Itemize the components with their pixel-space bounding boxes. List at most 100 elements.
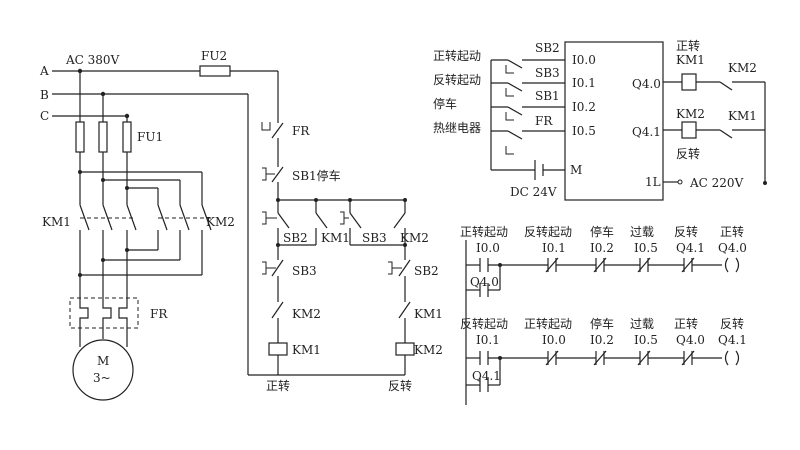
contact-desc: 停车 bbox=[590, 224, 614, 239]
motor-icon bbox=[72, 339, 134, 401]
km1-interlock-label: KM1 bbox=[414, 307, 443, 321]
input-desc: 反转起动 bbox=[433, 72, 481, 87]
seal-addr: Q4.0 bbox=[470, 275, 499, 289]
fr-contact-label: FR bbox=[292, 124, 310, 138]
km2-coil-label: KM2 bbox=[414, 343, 443, 357]
input-button: SB1 bbox=[535, 89, 560, 103]
input-button: FR bbox=[535, 114, 553, 128]
output-desc: 正转 bbox=[676, 38, 700, 53]
ac-supply-label: AC 220V bbox=[689, 176, 744, 190]
plc-input-row: 反转起动 SB3 I0.1 bbox=[433, 66, 596, 97]
input-button: SB2 bbox=[535, 41, 560, 55]
sb2-label: SB2 bbox=[283, 231, 308, 245]
contact-addr: I0.5 bbox=[634, 333, 658, 347]
sb3-label: SB3 bbox=[362, 231, 387, 245]
motor-phase: 3~ bbox=[93, 371, 111, 385]
output-common-label: 1L bbox=[645, 175, 661, 189]
contact-desc: 反转起动 bbox=[524, 224, 572, 239]
contact-addr: Q4.0 bbox=[676, 333, 705, 347]
sb3-nc-label: SB3 bbox=[292, 264, 317, 278]
km1-output-coil-icon bbox=[681, 73, 697, 91]
contact-desc: 过载 bbox=[630, 317, 654, 331]
power-circuit: A B C AC 380V FU2 FU1 bbox=[39, 49, 278, 401]
output-addr: Q4.1 bbox=[632, 125, 661, 139]
input-desc: 热继电器 bbox=[433, 121, 481, 135]
ladder-rung: 正转起动 I0.0 反转起动 I0.1 停车 I0.2 过载 I0.5 bbox=[460, 224, 747, 297]
contact-desc: 正转起动 bbox=[460, 224, 508, 239]
km1-label: KM1 bbox=[42, 215, 71, 229]
km1-coil-icon bbox=[268, 342, 288, 356]
input-addr: I0.2 bbox=[572, 100, 596, 114]
fuse-fu2-label: FU2 bbox=[201, 49, 227, 63]
contact-addr: I0.0 bbox=[542, 333, 566, 347]
relay-control-circuit: FR SB1停车 SB2 KM1 bbox=[247, 71, 443, 393]
ladder-diagram: 正转起动 I0.0 反转起动 I0.1 停车 I0.2 过载 I0.5 bbox=[460, 224, 747, 405]
km2-seal-label: KM2 bbox=[400, 231, 429, 245]
output-addr: Q4.0 bbox=[632, 77, 661, 91]
coil-addr: Q4.1 bbox=[718, 333, 747, 347]
reverse-label: 反转 bbox=[388, 378, 412, 393]
plc-input-row: 停车 SB1 I0.2 bbox=[433, 89, 596, 121]
output-coil-label: KM2 bbox=[676, 107, 705, 121]
fuse-fu1-a-icon bbox=[75, 121, 85, 153]
contact-desc: 停车 bbox=[590, 316, 614, 331]
supply-label: AC 380V bbox=[65, 53, 120, 67]
fuse-fu2-icon bbox=[199, 65, 231, 77]
coil-addr: Q4.0 bbox=[718, 241, 747, 255]
fuse-fu1-label: FU1 bbox=[137, 130, 163, 144]
contact-addr: I0.0 bbox=[476, 241, 500, 255]
contact-desc: 正转起动 bbox=[524, 316, 572, 331]
sb1-stop-label: SB1停车 bbox=[292, 168, 341, 183]
contact-addr: I0.1 bbox=[476, 333, 500, 347]
fr-nc-contact bbox=[261, 118, 284, 162]
output-coil-label: KM1 bbox=[676, 53, 705, 67]
coil-desc: 正转 bbox=[720, 224, 744, 239]
dc-supply-label: DC 24V bbox=[510, 185, 557, 199]
seal-addr: Q4.1 bbox=[472, 369, 501, 383]
contact-desc: 正转 bbox=[674, 316, 698, 331]
km2-main-contacts bbox=[157, 204, 212, 275]
coil-desc: 反转 bbox=[720, 316, 744, 331]
output-interlock-label: KM1 bbox=[728, 109, 757, 123]
km1-coil-label: KM1 bbox=[292, 343, 321, 357]
contact-addr: I0.1 bbox=[542, 241, 566, 255]
phase-a-label: A bbox=[39, 64, 49, 78]
motor-letter: M bbox=[97, 354, 109, 368]
contact-desc: 反转起动 bbox=[460, 316, 508, 331]
input-desc: 正转起动 bbox=[433, 48, 481, 63]
output-desc: 反转 bbox=[676, 146, 700, 161]
ladder-rung: 反转起动 I0.1 正转起动 I0.0 停车 I0.2 过载 I0.5 bbox=[460, 316, 747, 392]
input-desc: 停车 bbox=[433, 96, 457, 111]
contact-addr: Q4.1 bbox=[676, 241, 705, 255]
fuse-fu1-b-icon bbox=[98, 121, 108, 153]
fuse-fu1-c-icon bbox=[122, 121, 132, 153]
plc-input-row: 热继电器 FR I0.5 bbox=[433, 114, 596, 155]
km1-seal-label: KM1 bbox=[321, 231, 350, 245]
output-interlock-label: KM2 bbox=[728, 61, 757, 75]
input-button: SB3 bbox=[535, 66, 560, 80]
km2-output-coil-icon bbox=[681, 121, 697, 139]
contact-addr: I0.5 bbox=[634, 241, 658, 255]
thermal-overload-icon bbox=[69, 297, 139, 329]
contact-addr: I0.2 bbox=[590, 241, 614, 255]
plc-wiring: 正转起动 SB2 I0.0 反转起动 SB3 I0.1 停车 SB1 I0.2 bbox=[433, 38, 767, 201]
contact-addr: I0.2 bbox=[590, 333, 614, 347]
sb2-nc-label: SB2 bbox=[414, 264, 439, 278]
plc-input-row: 正转起动 SB2 I0.0 bbox=[433, 41, 596, 74]
km2-coil-icon bbox=[395, 342, 415, 356]
km2-label: KM2 bbox=[206, 215, 235, 229]
phase-c-label: C bbox=[40, 109, 49, 123]
input-addr: I0.1 bbox=[572, 76, 596, 90]
plc-module bbox=[564, 41, 664, 201]
input-addr: I0.0 bbox=[572, 53, 596, 67]
km2-interlock-label: KM2 bbox=[292, 307, 321, 321]
overload-label: FR bbox=[150, 307, 168, 321]
contact-desc: 过载 bbox=[630, 225, 654, 239]
input-addr: I0.5 bbox=[572, 124, 596, 138]
phase-b-label: B bbox=[40, 88, 49, 102]
forward-label: 正转 bbox=[266, 378, 290, 393]
sb1-stop-button bbox=[262, 162, 284, 200]
plc-common-label: M bbox=[570, 163, 582, 177]
contact-desc: 反转 bbox=[674, 224, 698, 239]
